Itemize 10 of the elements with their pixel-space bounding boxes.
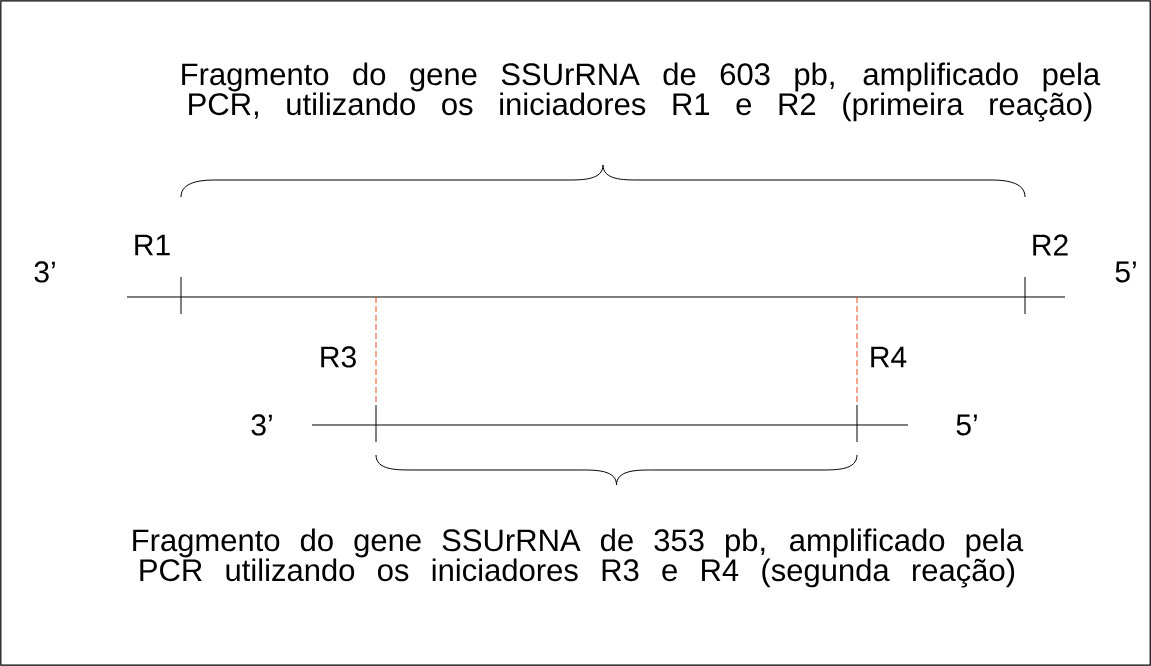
primer-label: R1	[135, 234, 170, 256]
primer-label: R4	[871, 346, 907, 368]
strand-end-label: 5’	[1115, 261, 1136, 283]
primer-label: R3	[321, 346, 356, 368]
primer-label: R2	[1033, 234, 1068, 256]
strand-end-label: 5’	[956, 414, 977, 436]
strand-end-label: 3’	[34, 261, 55, 283]
caption-text: Fragmento do gene SSUrRNA de 353 pb, amplificado pela PCR utilizando os iniciadores R3 e R4 (segunda reação)	[133, 528, 1024, 588]
caption-text: Fragmento do gene SSUrRNA de 603 pb, amplificado pela PCR, utilizando os iniciadores R1 e R2 (primeira reação)	[182, 62, 1101, 122]
strand-end-label: 3’	[251, 414, 272, 436]
